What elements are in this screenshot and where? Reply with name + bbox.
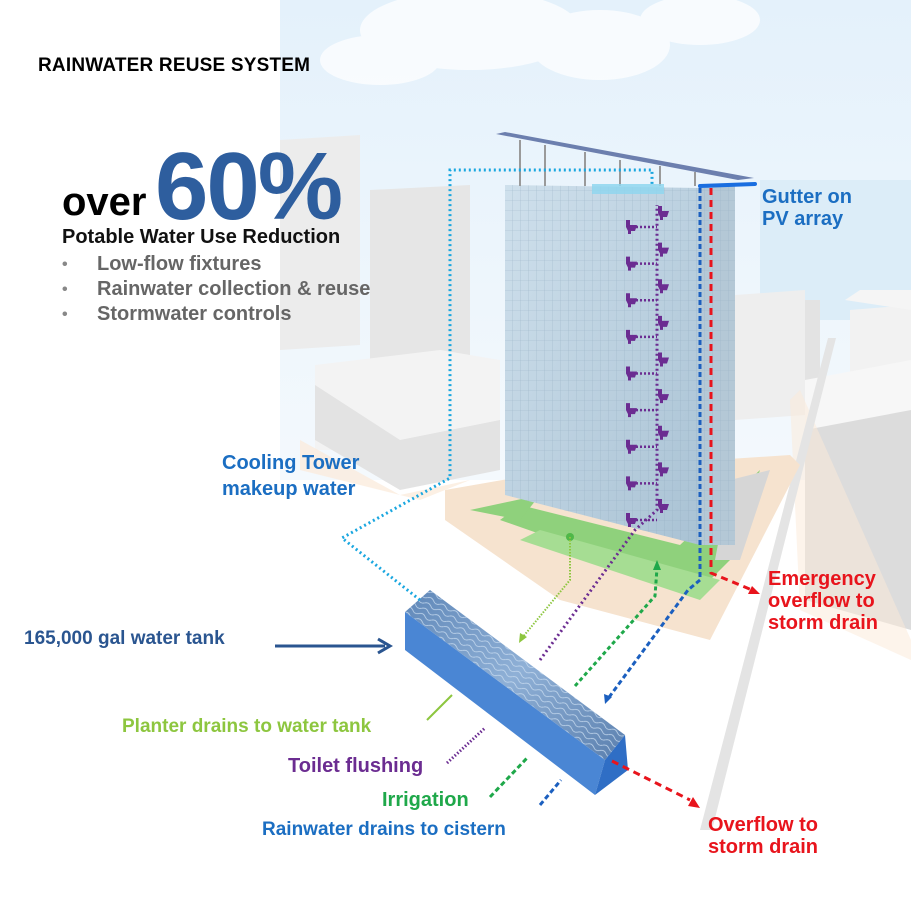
feature-label: Stormwater controls (97, 303, 292, 325)
toilet-right-icon (658, 242, 669, 257)
legend-toilet-line (445, 726, 487, 765)
water-tank (405, 590, 628, 795)
road (700, 338, 836, 830)
overflow-label: Overflow to storm drain (708, 814, 818, 858)
pv-array (496, 132, 754, 180)
cooling-tower (592, 184, 664, 194)
cooling-tower-label: Cooling Tower makeup water (222, 450, 359, 502)
irrigation-pipe (573, 567, 659, 687)
toilet-left-icon (626, 256, 637, 271)
emergency-overflow-label: Emergency overflow to storm drain (768, 568, 878, 634)
page-title: RAINWATER REUSE SYSTEM (38, 55, 311, 76)
toilet-right-icon (658, 389, 669, 404)
legend-irrigation-line (488, 755, 530, 799)
tank-arrow-head (377, 637, 393, 655)
toilet-left-icon (626, 220, 637, 234)
overflow-label-line: storm drain (708, 836, 819, 858)
gutter-label-line: PV array (762, 208, 844, 230)
toilet-right-icon (658, 462, 669, 477)
overflow-arrowhead (688, 797, 700, 808)
irrigation-arrowhead (653, 560, 661, 570)
legend-irrigation-label: Irrigation (382, 789, 469, 811)
legend-planter-line (426, 694, 453, 721)
emergency-overflow-label-line: Emergency (768, 568, 876, 590)
overflow-label-line: Overflow to (708, 814, 819, 836)
feature-label: Low-flow fixtures (97, 253, 262, 275)
overflow-pipe (611, 759, 691, 802)
water-tank-label: 165,000 gal water tank (24, 628, 225, 649)
toilet-left-icon (626, 513, 637, 527)
bullet-icon: • (62, 281, 68, 298)
headline-prefix: over (62, 180, 147, 224)
toilet-right-icon (658, 315, 669, 330)
toilet-left-icon (626, 329, 637, 344)
feature-item: • Low-flow fixtures (62, 252, 370, 277)
cooling-tower-pipe (339, 168, 654, 602)
clouds (320, 0, 760, 85)
legend-rainwater-label: Rainwater drains to cistern (262, 819, 506, 840)
feature-item: • Rainwater collection & reuse (62, 277, 370, 302)
planter-drain-pipe (521, 537, 571, 639)
toilet-left-icon (626, 476, 637, 491)
feature-label: Rainwater collection & reuse (97, 278, 371, 300)
headline-subtitle: Potable Water Use Reduction (62, 226, 341, 248)
bullet-icon: • (62, 256, 68, 273)
toilet-left-icon (626, 366, 637, 381)
legend-planter-label: Planter drains to water tank (122, 716, 372, 737)
rainwater-pipe (605, 188, 702, 701)
feature-list: • Low-flow fixtures • Rainwater collection… (62, 252, 370, 327)
office-tower (496, 132, 754, 545)
emergency-overflow-label-line: overflow to (768, 590, 875, 612)
emergency-overflow-label-line: storm drain (768, 612, 879, 634)
emergency-overflow-pipe (709, 188, 753, 592)
toilet-left-icon (626, 439, 637, 454)
gutter-label-line: Gutter on (762, 186, 852, 208)
toilet-right-icon (658, 425, 669, 440)
cooling-tower-label-line: makeup water (222, 478, 356, 500)
bullet-icon: • (62, 306, 68, 323)
cooling-tower-label-line: Cooling Tower (222, 452, 360, 474)
legend-rainwater-line (538, 779, 563, 806)
toilet-right-icon (658, 352, 669, 367)
toilet-right-icon (658, 499, 669, 513)
toilet-right-icon (658, 206, 669, 220)
toilet-icons (626, 206, 669, 527)
legend-toilet-label: Toilet flushing (288, 755, 424, 777)
emergency-overflow-arrowhead (748, 586, 760, 594)
feature-item: • Stormwater controls (62, 302, 370, 327)
gutter-label: Gutter on PV array (762, 186, 852, 230)
background-buildings (280, 135, 911, 660)
toilet-left-icon (626, 403, 637, 418)
headline-value: 60% (155, 133, 343, 240)
planter-drain-arrowhead (519, 633, 527, 643)
toilet-right-icon (658, 279, 669, 294)
rainwater-arrowhead (604, 694, 612, 704)
toilet-left-icon (626, 293, 637, 308)
gutter-line (698, 182, 757, 188)
